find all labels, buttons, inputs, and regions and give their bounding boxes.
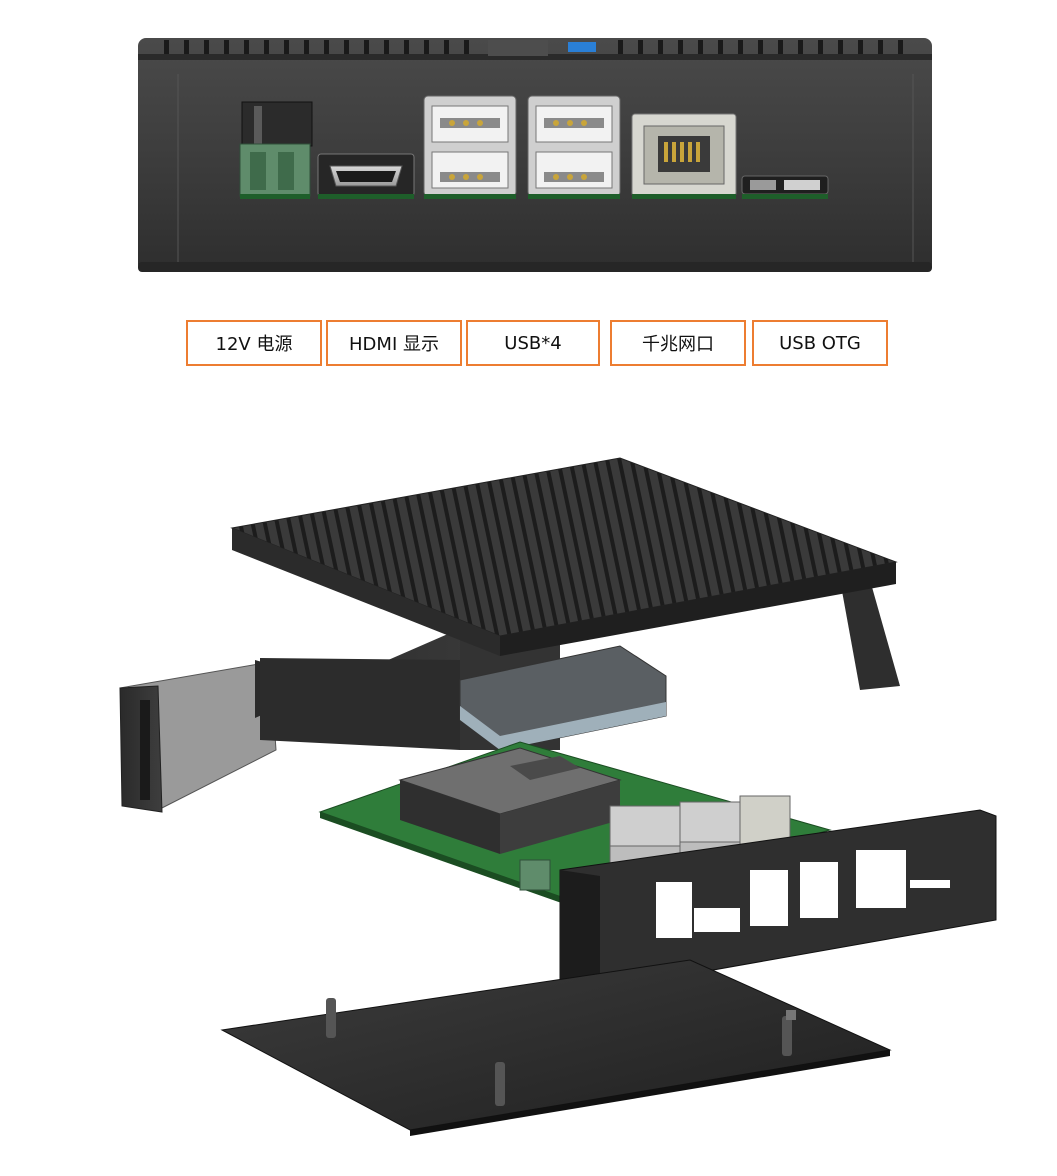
label-usb: USB*4 <box>466 320 600 366</box>
usb-ports-left <box>423 95 517 199</box>
usb-otg-port <box>741 175 829 199</box>
usb-ports-right <box>527 95 621 199</box>
label-ethernet-text: 千兆网口 <box>642 334 714 355</box>
label-usb-text: USB*4 <box>504 332 562 354</box>
port-labels: 12V 电源 HDMI 显示 USB*4 千兆网口 USB OTG <box>0 320 1057 370</box>
label-otg: USB OTG <box>752 320 888 366</box>
hdmi-port <box>317 153 415 199</box>
label-otg-text: USB OTG <box>779 332 861 354</box>
label-ethernet: 千兆网口 <box>610 320 746 366</box>
left-side-panel <box>119 661 277 813</box>
device-rear-view <box>138 34 932 274</box>
exploded-view <box>100 450 1020 1150</box>
ethernet-port <box>631 113 737 199</box>
label-power: 12V 电源 <box>186 320 322 366</box>
label-hdmi: HDMI 显示 <box>326 320 462 366</box>
ssd-module <box>459 645 667 751</box>
label-hdmi-text: HDMI 显示 <box>349 334 439 355</box>
heatsink-lid <box>230 457 900 750</box>
bottom-plate <box>220 959 892 1136</box>
power-connector <box>239 101 313 199</box>
label-power-text: 12V 电源 <box>215 334 293 355</box>
front-port-panel <box>559 809 997 991</box>
top-fins <box>164 40 903 54</box>
